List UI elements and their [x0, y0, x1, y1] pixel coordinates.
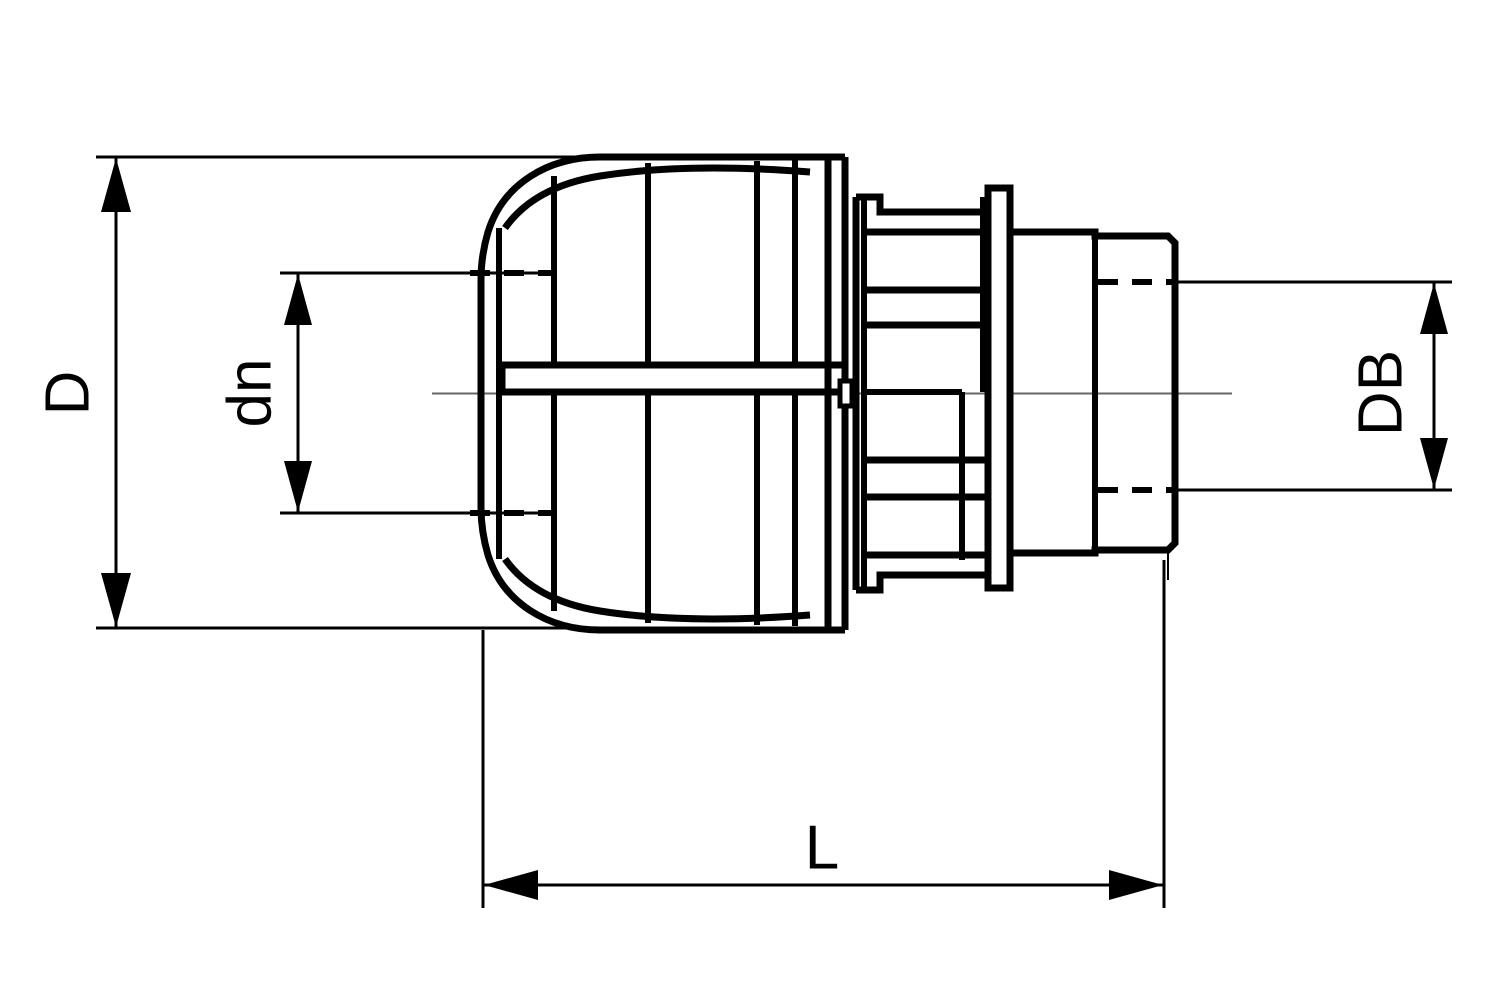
cap-outer-profile — [477, 153, 832, 634]
dimension-DB-arrow-top — [1420, 283, 1448, 334]
dimension-L-arrow-left — [484, 870, 538, 900]
dimension-L: L — [481, 560, 1166, 908]
dimension-L-label: L — [805, 814, 839, 883]
cap-inner-wall-top — [502, 164, 811, 231]
dimension-dn: dn — [216, 271, 556, 515]
cap-inner-wall-bottom — [502, 556, 811, 623]
nut-step-top — [856, 193, 985, 216]
dimension-DB-arrow-bottom — [1420, 438, 1448, 489]
seal-nib — [837, 378, 855, 409]
dimension-DB-label: DB — [1347, 350, 1416, 436]
dimension-D-label: D — [34, 371, 103, 416]
dimension-dn-arrow-top — [284, 274, 312, 325]
dimension-D-arrow-top — [101, 158, 131, 212]
fitting-body-group — [477, 153, 1179, 634]
dimension-L-arrow-right — [1109, 870, 1163, 900]
dimension-D-arrow-bottom — [101, 573, 131, 627]
dimension-DB: DB — [1175, 280, 1452, 492]
dimension-dn-arrow-bottom — [284, 461, 312, 512]
nut-step-bottom — [856, 571, 985, 594]
dimension-D: D — [34, 155, 600, 630]
dimension-dn-label: dn — [216, 359, 285, 428]
